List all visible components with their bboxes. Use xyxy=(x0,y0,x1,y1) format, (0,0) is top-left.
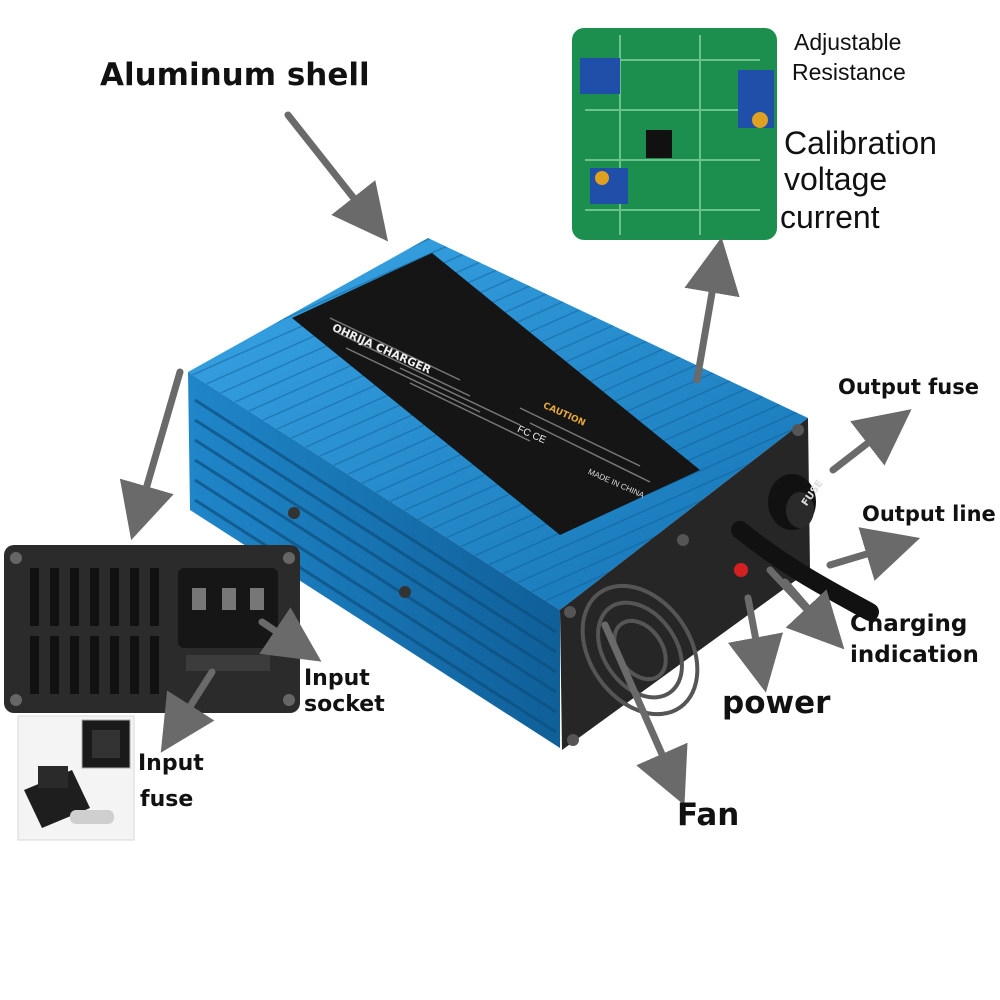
label-resistance: Resistance xyxy=(792,59,906,85)
label-input-socket-2: socket xyxy=(304,692,385,717)
arrow-output-fuse xyxy=(829,409,912,474)
arrow-output-line xyxy=(826,527,921,581)
label-indication: indication xyxy=(850,642,979,668)
label-voltage: voltage xyxy=(784,161,888,197)
arrow-fan xyxy=(601,621,688,806)
label-calibration: Calibration xyxy=(784,125,937,161)
label-current: current xyxy=(780,199,880,235)
label-output-line: Output line xyxy=(862,502,996,526)
arrow-input-socket xyxy=(258,607,322,662)
label-power: power xyxy=(722,685,831,721)
pcb-inset xyxy=(572,28,777,240)
label-input-socket-1: Input xyxy=(304,666,370,691)
output-fuse-holder xyxy=(768,474,816,530)
label-input-fuse-2: fuse xyxy=(140,787,194,812)
label-fan: Fan xyxy=(677,797,740,833)
arrow-shell-side xyxy=(119,368,184,541)
input-fuse-inset xyxy=(17,715,135,841)
arrow-input-fuse xyxy=(160,668,216,753)
arrow-power xyxy=(727,594,784,693)
spec-label-plate xyxy=(292,253,700,535)
label-adjustable: Adjustable xyxy=(794,29,902,55)
input-panel-inset xyxy=(4,545,300,713)
output-cable xyxy=(731,521,879,621)
label-aluminum-shell: Aluminum shell xyxy=(100,57,370,93)
arrow-aluminum-shell xyxy=(284,111,389,242)
label-output-fuse: Output fuse xyxy=(838,375,980,399)
arrow-charging-indication-b xyxy=(781,578,834,638)
charging-indicator-led xyxy=(734,563,748,577)
label-input-fuse-1: Input xyxy=(138,751,204,776)
label-charging: Charging xyxy=(850,611,968,637)
arrow-calibration xyxy=(684,237,740,384)
callout-arrows xyxy=(119,111,921,806)
